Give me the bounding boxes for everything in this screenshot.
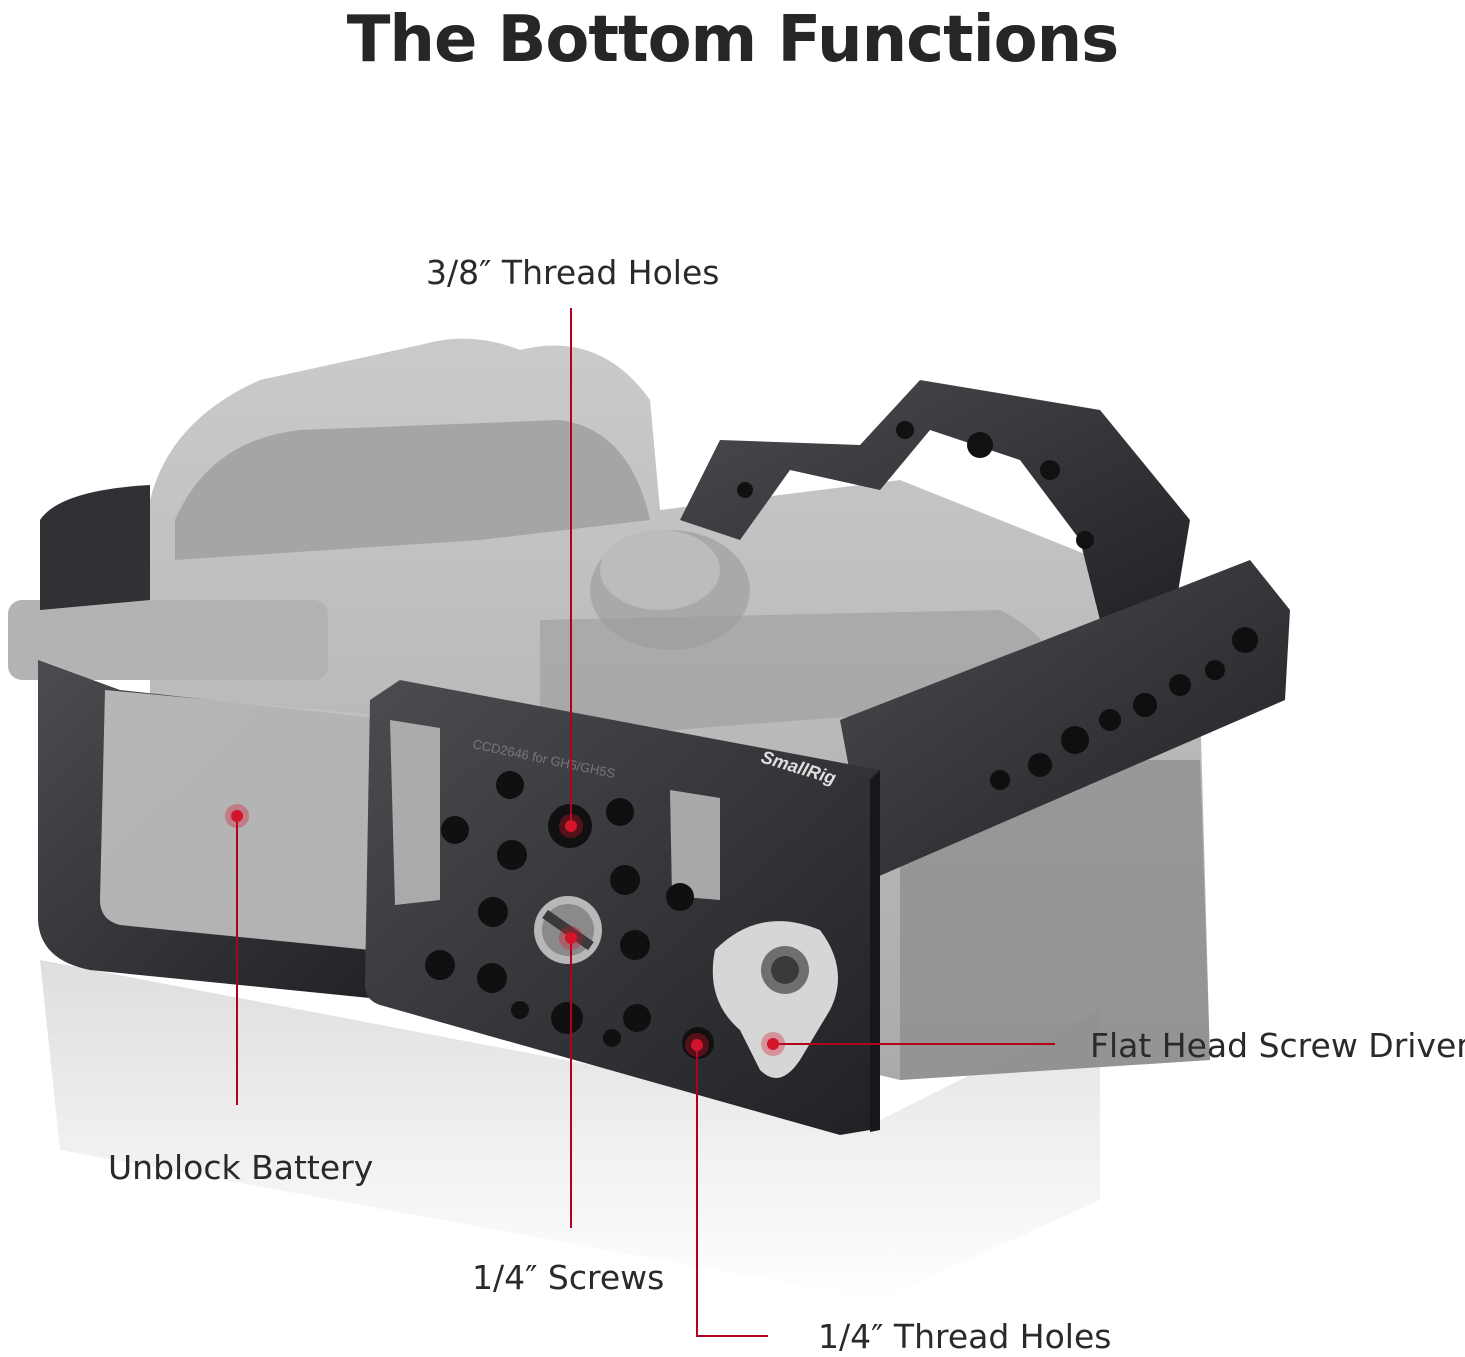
cage-right-rail <box>840 560 1290 880</box>
leader-lines <box>236 308 1055 1337</box>
callout-dots <box>225 804 785 1057</box>
label-1-4-screws: 1/4″ Screws <box>472 1258 665 1297</box>
cage-bottom-plate: SmallRig CCD2646 for GH5/GH5S <box>365 680 880 1135</box>
label-3-8-thread-holes: 3/8″ Thread Holes <box>426 253 720 292</box>
flat-head-screwdriver <box>712 921 838 1078</box>
label-1-4-thread-holes: 1/4″ Thread Holes <box>818 1317 1112 1356</box>
label-unblock-battery: Unblock Battery <box>108 1148 374 1187</box>
cage-top-ring <box>680 380 1190 640</box>
label-flat-head-screw-driver: Flat Head Screw Driver <box>1090 1026 1465 1065</box>
page-title: The Bottom Functions <box>346 3 1120 77</box>
leader-1-4-thread-holes <box>696 1045 768 1337</box>
